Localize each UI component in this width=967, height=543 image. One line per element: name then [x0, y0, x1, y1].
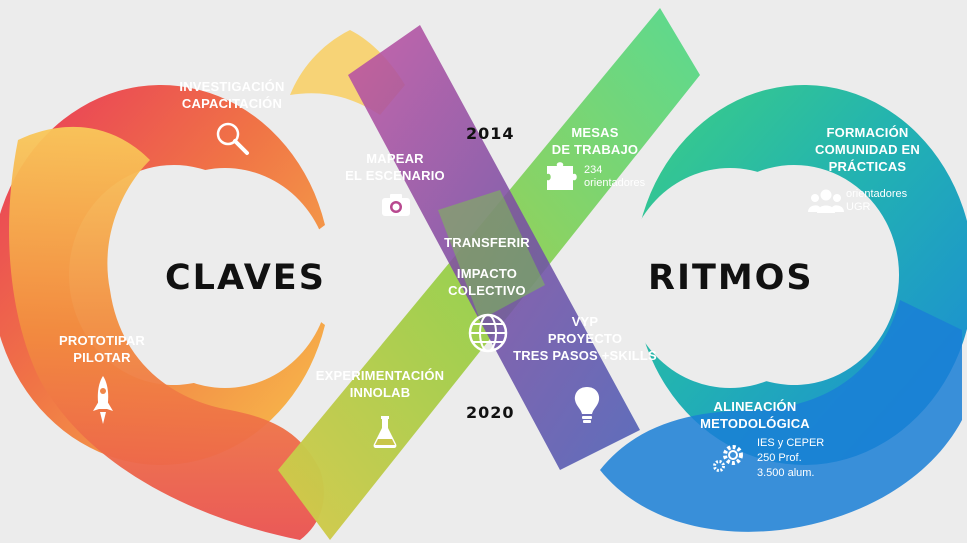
- gears-icon: [713, 445, 743, 472]
- magnifier-icon: [216, 122, 249, 155]
- band-crossing: [438, 190, 545, 320]
- rocket-icon: [93, 376, 113, 424]
- puzzle-icon: [547, 162, 577, 190]
- right-loop-bottom: [600, 300, 962, 532]
- year-2020: 2020: [466, 403, 515, 422]
- right-hole: [625, 168, 835, 388]
- left-loop-lower: [9, 126, 324, 540]
- lightbulb-icon: [574, 387, 600, 423]
- camera-icon: [382, 194, 410, 216]
- year-2014: 2014: [466, 124, 515, 143]
- flask-icon: [373, 416, 397, 448]
- globe-icon: [468, 313, 508, 353]
- stage-transferir: TRANSFERIR: [444, 235, 530, 250]
- ritmos-title: RITMOS: [648, 258, 814, 298]
- left-hole: [120, 168, 330, 388]
- claves-title: CLAVES: [165, 258, 326, 298]
- people-icon: [808, 189, 844, 213]
